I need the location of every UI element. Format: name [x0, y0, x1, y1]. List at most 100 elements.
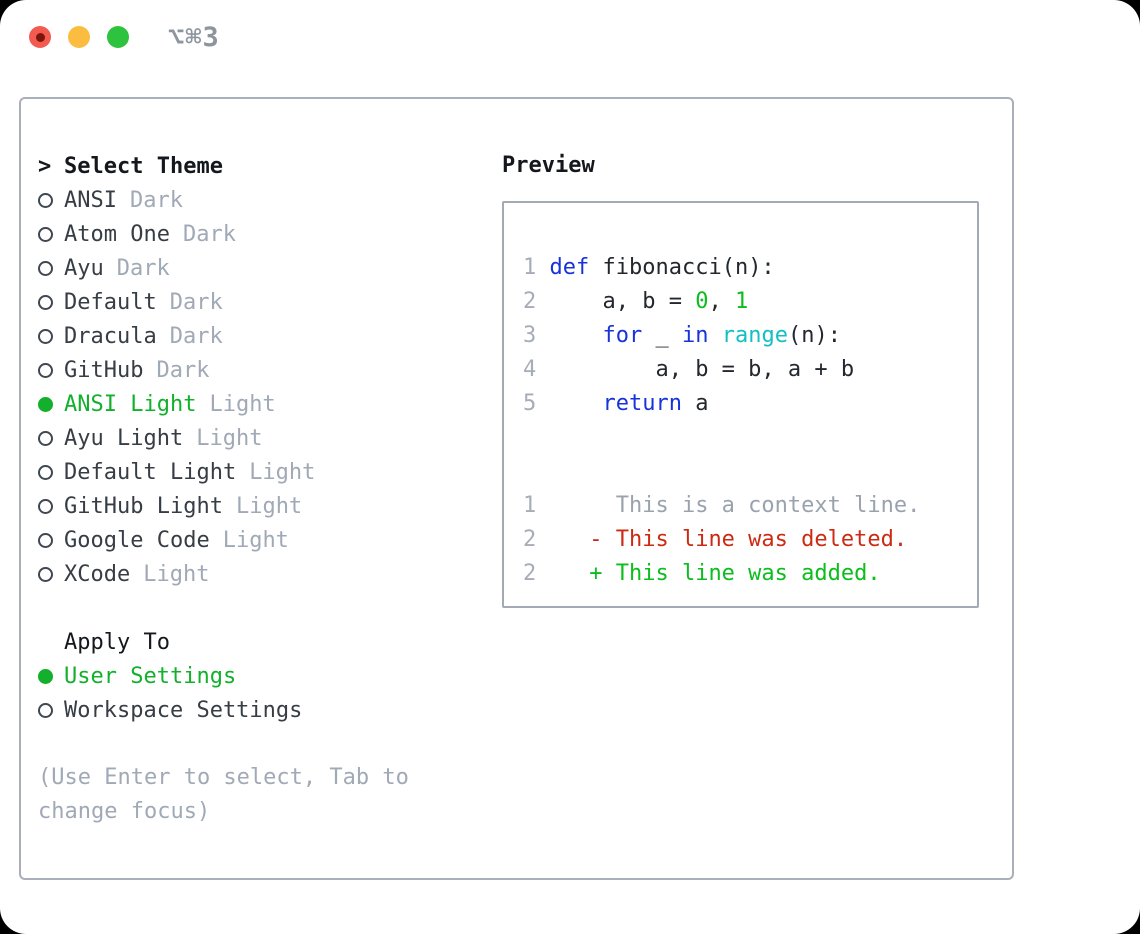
- line-number: 1: [523, 255, 550, 280]
- code-line: 2 - This line was deleted.: [523, 523, 977, 557]
- theme-name: GitHub Light: [64, 493, 223, 519]
- radio-icon: [38, 294, 64, 310]
- code-token: fibonacci(n):: [589, 255, 775, 280]
- radio-icon: [38, 464, 64, 480]
- theme-name: Atom One: [64, 221, 170, 247]
- code-token: a: [681, 391, 709, 416]
- line-number: 2: [523, 561, 550, 586]
- code-token: [550, 323, 603, 348]
- radio-icon: [38, 362, 64, 378]
- theme-name: Ayu: [64, 255, 104, 281]
- code-line: 1 def fibonacci(n):: [523, 251, 977, 285]
- radio-icon: [38, 498, 64, 514]
- radio-selected-icon: [38, 668, 64, 684]
- theme-option-xcode[interactable]: XCode Light: [38, 557, 493, 591]
- theme-option-github[interactable]: GitHub Dark: [38, 353, 493, 387]
- code-token: def: [549, 255, 590, 280]
- theme-variant: Light: [222, 527, 289, 553]
- code-line: 5 return a: [523, 387, 977, 421]
- code-token: [708, 323, 721, 348]
- code-token: This is a context line.: [549, 493, 921, 518]
- theme-option-ayu[interactable]: Ayu Dark: [38, 251, 493, 285]
- theme-variant: Dark: [129, 187, 183, 213]
- code-token: ,: [708, 289, 735, 314]
- theme-variant: Light: [235, 493, 303, 519]
- code-token: return: [602, 391, 682, 416]
- keyboard-hint: (Use Enter to select, Tab to change focu…: [38, 765, 409, 824]
- theme-name: XCode: [64, 561, 131, 587]
- code-token: 0: [695, 289, 709, 314]
- code-token: + This line was added.: [549, 561, 881, 586]
- code-line: 2 a, b = 0, 1: [523, 285, 977, 319]
- code-line: [523, 421, 977, 455]
- theme-name: Default: [64, 289, 157, 315]
- theme-option-default-light[interactable]: Default Light Light: [38, 455, 493, 489]
- theme-variant: Light: [209, 391, 276, 417]
- theme-name: ANSI Light: [64, 391, 197, 417]
- theme-name: Default Light: [64, 459, 237, 485]
- theme-option-ayu-light[interactable]: Ayu Light Light: [38, 421, 493, 455]
- radio-icon: [38, 430, 64, 446]
- radio-icon: [38, 328, 64, 344]
- line-number: 4: [523, 357, 550, 382]
- zoom-button-icon[interactable]: [107, 26, 129, 48]
- line-number: [523, 459, 550, 484]
- theme-name: Dracula: [64, 323, 157, 349]
- theme-name: GitHub: [64, 357, 144, 383]
- theme-variant: Light: [143, 561, 210, 587]
- code-line: 2 + This line was added.: [523, 557, 977, 591]
- code-token: _: [642, 323, 682, 348]
- code-token: 1: [734, 289, 749, 314]
- code-line: 1 This is a context line.: [523, 489, 977, 523]
- line-number: 1: [523, 493, 550, 518]
- theme-option-default[interactable]: Default Dark: [38, 285, 493, 319]
- close-button-icon[interactable]: [29, 26, 51, 48]
- code-token: in: [681, 323, 709, 348]
- code-token: a, b =: [549, 289, 696, 314]
- theme-variant: Dark: [156, 357, 210, 383]
- theme-variant: Dark: [182, 221, 236, 247]
- theme-option-ansi-light[interactable]: ANSI Light Light: [38, 387, 493, 421]
- theme-option-atom-one[interactable]: Atom One Dark: [38, 217, 493, 251]
- radio-icon: [38, 566, 64, 582]
- apply-option-user-settings[interactable]: User Settings: [38, 659, 493, 693]
- theme-option-github-light[interactable]: GitHub Light Light: [38, 489, 493, 523]
- radio-icon: [38, 192, 64, 208]
- code-token: a, b = b, a + b: [549, 357, 855, 382]
- line-number: [523, 425, 550, 450]
- titlebar: ⌥⌘3: [29, 22, 220, 53]
- apply-to-header: Apply To: [64, 629, 170, 655]
- theme-variant: Dark: [169, 289, 223, 315]
- line-number: 2: [523, 289, 550, 314]
- line-number: 3: [523, 323, 550, 348]
- code-token: - This line was deleted.: [549, 527, 908, 552]
- window-title: ⌥⌘3: [168, 21, 220, 53]
- radio-selected-icon: [38, 396, 64, 412]
- theme-name: ANSI: [64, 187, 117, 213]
- theme-variant: Dark: [116, 255, 170, 281]
- theme-option-ansi[interactable]: ANSI Dark: [38, 183, 493, 217]
- theme-variant: Light: [249, 459, 316, 485]
- select-theme-title: Select Theme: [64, 153, 223, 179]
- theme-name: Ayu Light: [64, 425, 184, 451]
- radio-icon: [38, 532, 64, 548]
- apply-option-workspace-settings[interactable]: Workspace Settings: [38, 693, 493, 727]
- apply-option-label: Workspace Settings: [64, 697, 303, 723]
- minimize-button-icon[interactable]: [68, 26, 90, 48]
- code-line: [523, 455, 977, 489]
- theme-variant: Light: [196, 425, 263, 451]
- code-token: (n):: [787, 323, 841, 348]
- code-line: 4 a, b = b, a + b: [523, 353, 977, 387]
- radio-icon: [38, 260, 64, 276]
- radio-icon: [38, 226, 64, 242]
- preview-title: Preview: [502, 153, 595, 178]
